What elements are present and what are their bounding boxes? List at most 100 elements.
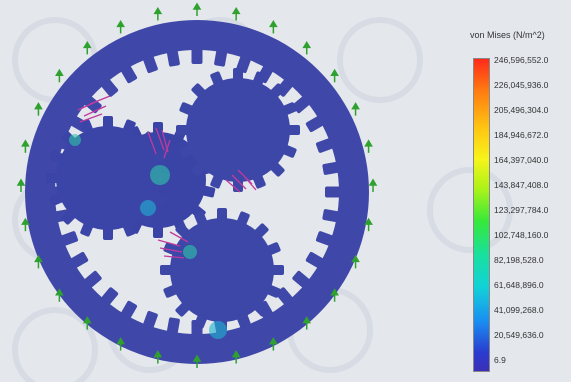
legend-color-bar bbox=[473, 58, 490, 372]
gear-tooth bbox=[265, 284, 281, 298]
legend-label: 82,198,528.0 bbox=[494, 255, 544, 265]
fixture-arrow-head bbox=[231, 350, 241, 358]
gear-tooth bbox=[286, 125, 300, 135]
gear-tooth bbox=[179, 144, 195, 158]
fixture-arrow-head bbox=[55, 288, 64, 296]
gear-tooth bbox=[270, 265, 284, 275]
fixture-arrow-head bbox=[16, 178, 26, 186]
gear-tooth bbox=[120, 65, 138, 84]
fixture-arrow-head bbox=[116, 337, 125, 345]
gear-tooth bbox=[191, 161, 207, 177]
fixture-arrow-head bbox=[82, 316, 92, 324]
legend-label-min: 6.9 bbox=[494, 355, 506, 365]
stress-hotspots bbox=[69, 134, 227, 339]
gear-tooth bbox=[252, 173, 266, 189]
legend-title: von Mises (N/m^2) bbox=[470, 30, 545, 40]
stress-legend: von Mises (N/m^2) 246,596,552.0 226,045,… bbox=[466, 30, 566, 372]
gear-tooth bbox=[166, 317, 180, 335]
gear-tooth bbox=[305, 115, 324, 133]
gear-tooth bbox=[281, 102, 297, 116]
legend-label: 164,397,040.0 bbox=[494, 155, 549, 165]
fixture-arrow-head bbox=[192, 354, 202, 362]
gear-tooth bbox=[80, 119, 94, 135]
legend-label: 184,946,672.0 bbox=[494, 130, 549, 140]
fixture-arrow-head bbox=[330, 68, 339, 77]
gear-tooth bbox=[122, 119, 136, 135]
gear-tooth bbox=[151, 192, 167, 206]
fixture-arrow-head bbox=[34, 102, 43, 110]
fixture-arrow-head bbox=[368, 178, 378, 186]
force-arrows bbox=[77, 95, 257, 259]
gear-tooth bbox=[315, 138, 334, 153]
fixture-arrow-head bbox=[302, 40, 312, 49]
fixture-arrow-head bbox=[269, 337, 278, 345]
gear-tooth bbox=[269, 161, 285, 177]
gear-tooth bbox=[46, 173, 60, 183]
fixture-arrow-head bbox=[21, 139, 30, 147]
gear-tooth bbox=[175, 223, 191, 239]
gear-tooth bbox=[151, 150, 167, 164]
gear-tooth bbox=[61, 209, 77, 225]
legend-label: 205,496,304.0 bbox=[494, 105, 549, 115]
legend-label-max: 246,596,552.0 bbox=[494, 55, 549, 65]
gear-tooth bbox=[160, 265, 174, 275]
gear-tooth bbox=[163, 242, 179, 256]
legend-label: 102,748,160.0 bbox=[494, 230, 549, 240]
gear-tooth bbox=[143, 55, 158, 74]
gear-tooth bbox=[175, 301, 191, 317]
legend-label: 226,045,936.0 bbox=[494, 80, 549, 90]
fixture-arrow-head bbox=[364, 217, 373, 225]
fixture-arrow-head bbox=[21, 217, 30, 225]
gear-tooth bbox=[139, 131, 155, 147]
gear-tooth bbox=[269, 83, 285, 99]
gear-tooth bbox=[80, 221, 94, 237]
gear-tooth bbox=[153, 122, 163, 136]
planet-gear-top bbox=[176, 68, 300, 192]
fixture-arrow-head bbox=[116, 19, 125, 28]
fixture-arrow-head bbox=[351, 254, 360, 263]
gear-tooth bbox=[49, 150, 65, 164]
gear-tooth bbox=[253, 223, 269, 239]
fixture-arrows bbox=[16, 2, 378, 368]
gear-tooth bbox=[103, 226, 113, 240]
gear-tooth bbox=[83, 96, 102, 114]
gear-tooth bbox=[176, 125, 190, 135]
fixture-arrow-head bbox=[153, 6, 163, 15]
fixture-arrow-head bbox=[34, 254, 43, 263]
gear-tooth bbox=[60, 231, 79, 246]
gear-tooth bbox=[120, 300, 138, 319]
planet-gear-bottom bbox=[160, 208, 284, 332]
fixture-arrow-head bbox=[351, 102, 360, 110]
gear-tooth bbox=[210, 71, 224, 87]
gear-tooth bbox=[253, 301, 269, 317]
gear-tooth bbox=[281, 144, 297, 158]
fixture-arrow-head bbox=[364, 139, 373, 147]
gear-tooth bbox=[179, 102, 195, 116]
gear-tooth bbox=[322, 209, 340, 223]
gear-tooth bbox=[163, 284, 179, 298]
legend-label: 20,549,636.0 bbox=[494, 330, 544, 340]
gear-tooth bbox=[233, 68, 243, 82]
gear-tooth bbox=[214, 49, 228, 67]
gear-tooth bbox=[200, 185, 216, 198]
fixture-arrow-head bbox=[302, 316, 312, 324]
gear-tooth bbox=[322, 161, 340, 175]
gear-tooth bbox=[49, 192, 65, 206]
gear-tooth bbox=[83, 270, 102, 288]
gear-tooth bbox=[191, 83, 207, 99]
gear-tooth bbox=[101, 287, 119, 306]
gear-tooth bbox=[236, 211, 250, 227]
gear-tooth bbox=[210, 173, 224, 189]
gear-tooth bbox=[194, 313, 208, 329]
legend-label: 41,099,268.0 bbox=[494, 305, 544, 315]
fixture-arrow-head bbox=[82, 40, 92, 49]
fixture-arrow-head bbox=[231, 6, 241, 15]
gear-tooth bbox=[315, 231, 334, 246]
fixture-arrow-head bbox=[192, 2, 202, 10]
gear-tooth bbox=[194, 211, 208, 227]
gear-tooth bbox=[153, 224, 163, 238]
gear-tooth bbox=[101, 78, 119, 97]
gear-tooth bbox=[265, 242, 281, 256]
